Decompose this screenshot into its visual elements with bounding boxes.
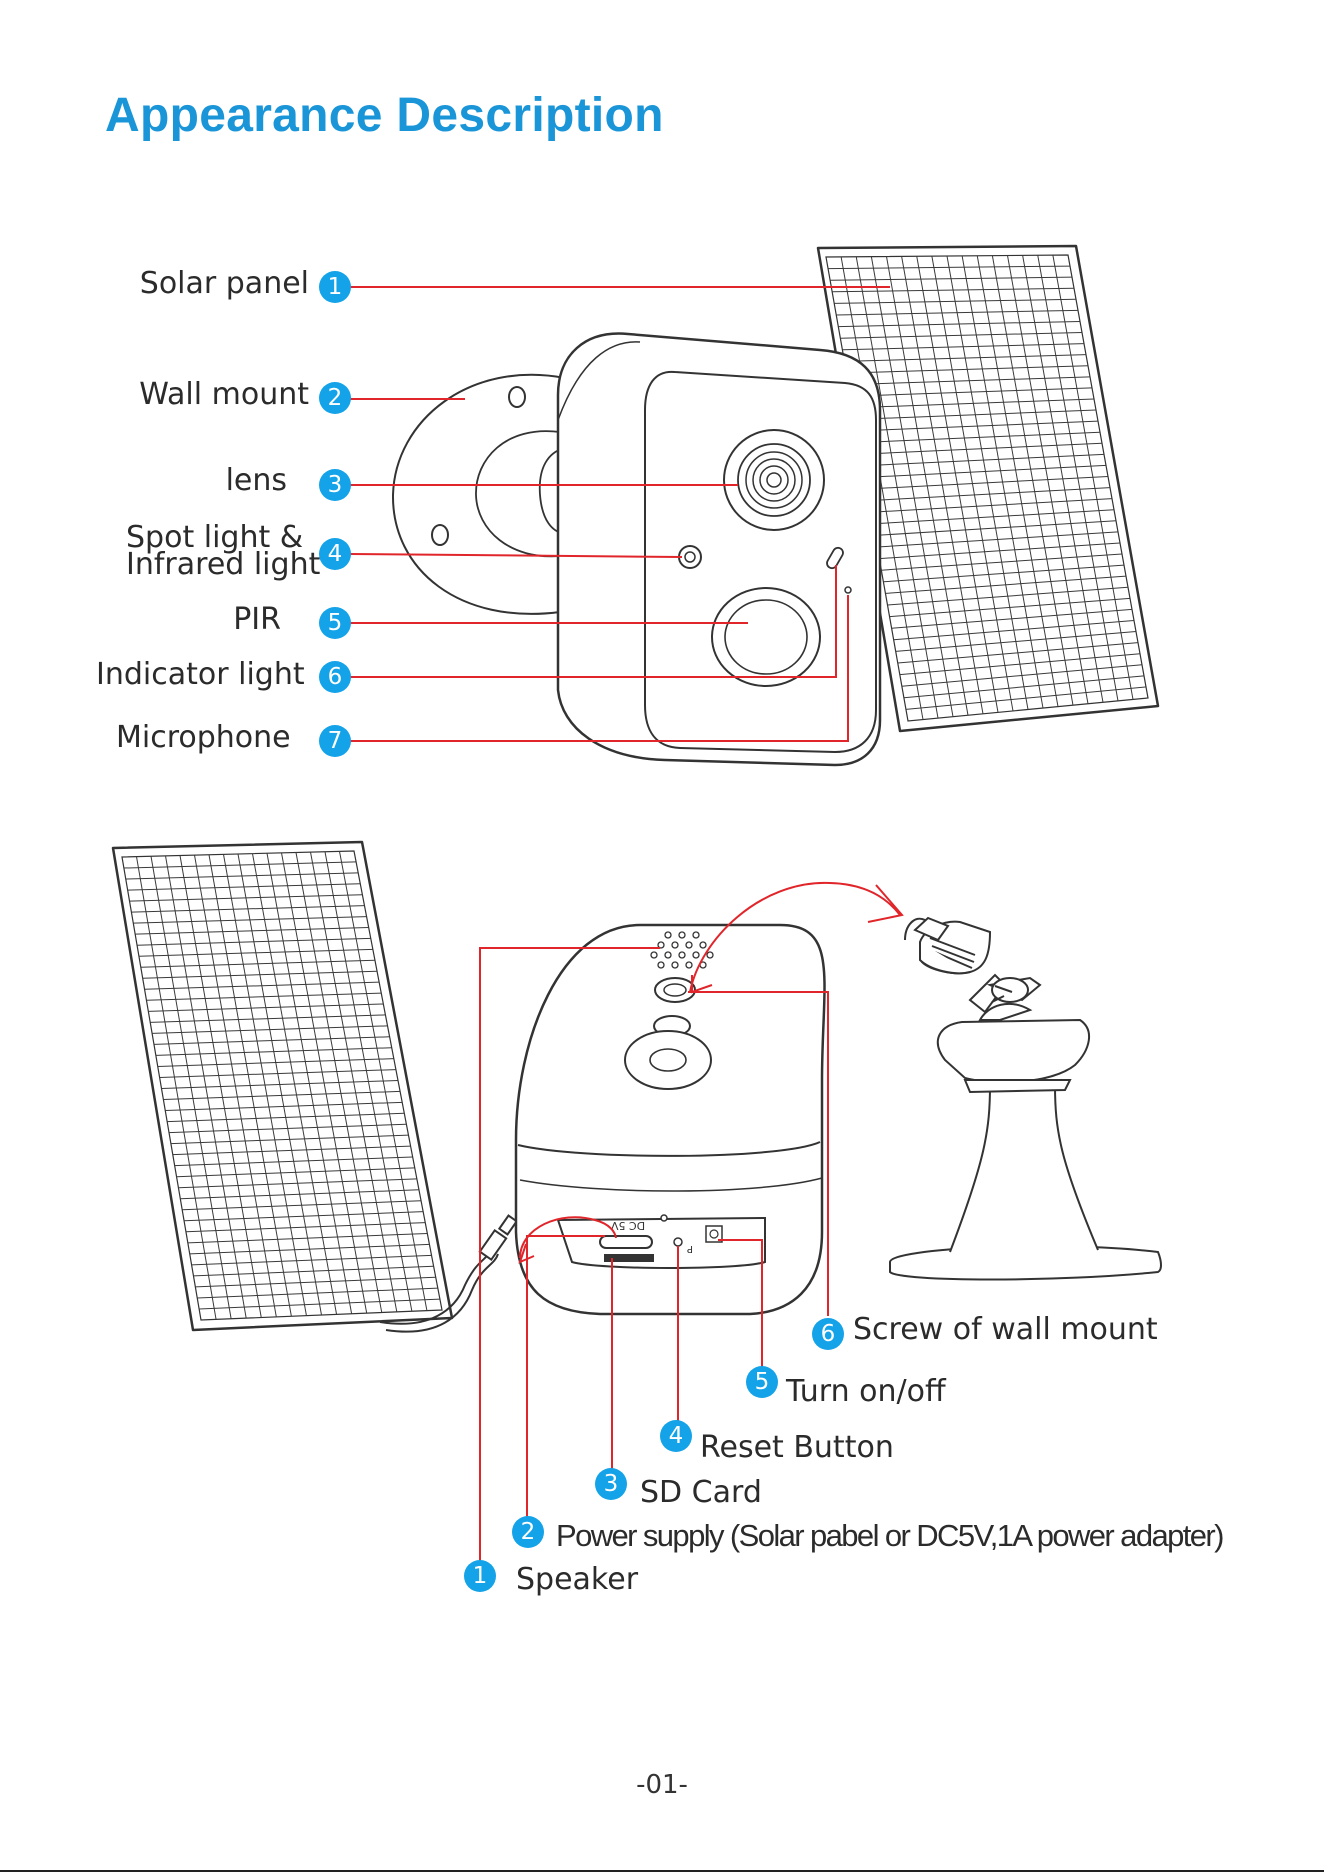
- label-pir: PIR: [233, 605, 281, 635]
- label-sd-card: SD Card: [640, 1478, 762, 1508]
- label-lens: lens: [226, 466, 287, 496]
- badge-front-3: 3: [319, 469, 351, 501]
- label-power-supply: Power supply (Solar pabel or DC5V,1A pow…: [556, 1520, 1223, 1551]
- badge-front-1: 1: [319, 271, 351, 303]
- badge-front-6: 6: [319, 661, 351, 693]
- badge-bottom-5: 5: [746, 1366, 778, 1398]
- badge-front-2: 2: [319, 382, 351, 414]
- power-marking: P: [687, 1243, 693, 1254]
- dc-port-marking: DC 5V: [610, 1219, 645, 1232]
- badge-bottom-1: 1: [464, 1560, 496, 1592]
- badge-bottom-2: 2: [512, 1516, 544, 1548]
- label-microphone: Microphone: [116, 723, 291, 753]
- label-turn-on-off: Turn on/off: [786, 1377, 946, 1407]
- label-screw-of-wall-mount: Screw of wall mount: [853, 1315, 1158, 1345]
- front-camera-body: [558, 334, 880, 765]
- label-infrared-light: Infrared light: [126, 550, 320, 580]
- badge-bottom-3: 3: [595, 1468, 627, 1500]
- bottom-camera-body: DC 5V P: [516, 925, 825, 1314]
- label-solar-panel: Solar panel: [140, 269, 309, 299]
- front-wall-mount: [393, 375, 565, 614]
- badge-front-5: 5: [319, 607, 351, 639]
- label-indicator-light: Indicator light: [96, 660, 305, 690]
- label-reset-button: Reset Button: [700, 1433, 894, 1463]
- bottom-solar-panel: [113, 842, 452, 1330]
- badge-front-4: 4: [319, 538, 351, 570]
- badge-bottom-4: 4: [660, 1420, 692, 1452]
- label-wall-mount: Wall mount: [139, 380, 309, 410]
- page-number: -01-: [0, 1770, 1324, 1800]
- badge-bottom-6: 6: [812, 1318, 844, 1350]
- label-speaker: Speaker: [516, 1565, 638, 1595]
- badge-front-7: 7: [319, 725, 351, 757]
- mount-bracket: [890, 918, 1161, 1280]
